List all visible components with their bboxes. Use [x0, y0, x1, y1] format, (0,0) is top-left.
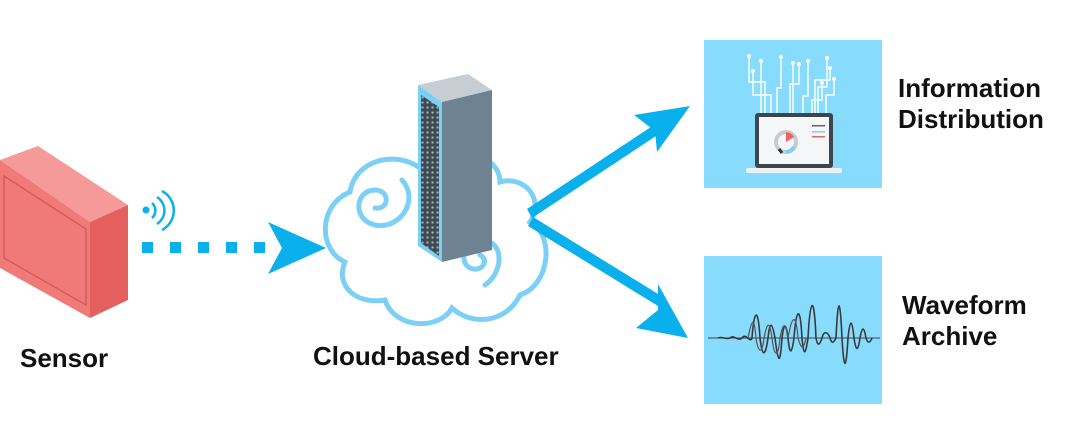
- server-label: Cloud-based Server: [313, 341, 559, 371]
- waveform-archive-label: Waveform Archive: [902, 290, 1027, 352]
- arrow-server-to-archive: [528, 217, 688, 338]
- sensor-box-icon: [0, 146, 128, 318]
- waveform-archive-panel: [704, 256, 882, 404]
- server-rack-icon: [418, 74, 492, 262]
- sensor-label: Sensor: [20, 343, 109, 373]
- archive-label-line-1: Waveform: [902, 290, 1027, 320]
- info-distribution-label: Information Distribution: [898, 73, 1044, 135]
- arrow-server-to-info: [527, 106, 690, 218]
- info-label-line-2: Distribution: [898, 104, 1044, 134]
- archive-label-line-2: Archive: [902, 321, 998, 351]
- arrow-sensor-to-server: [142, 222, 326, 274]
- info-label-line-1: Information: [898, 73, 1041, 103]
- wireless-signal-icon: [142, 189, 175, 232]
- laptop-network-icon: [746, 54, 842, 173]
- info-distribution-panel: [704, 40, 882, 188]
- waveform-icon: [708, 304, 880, 364]
